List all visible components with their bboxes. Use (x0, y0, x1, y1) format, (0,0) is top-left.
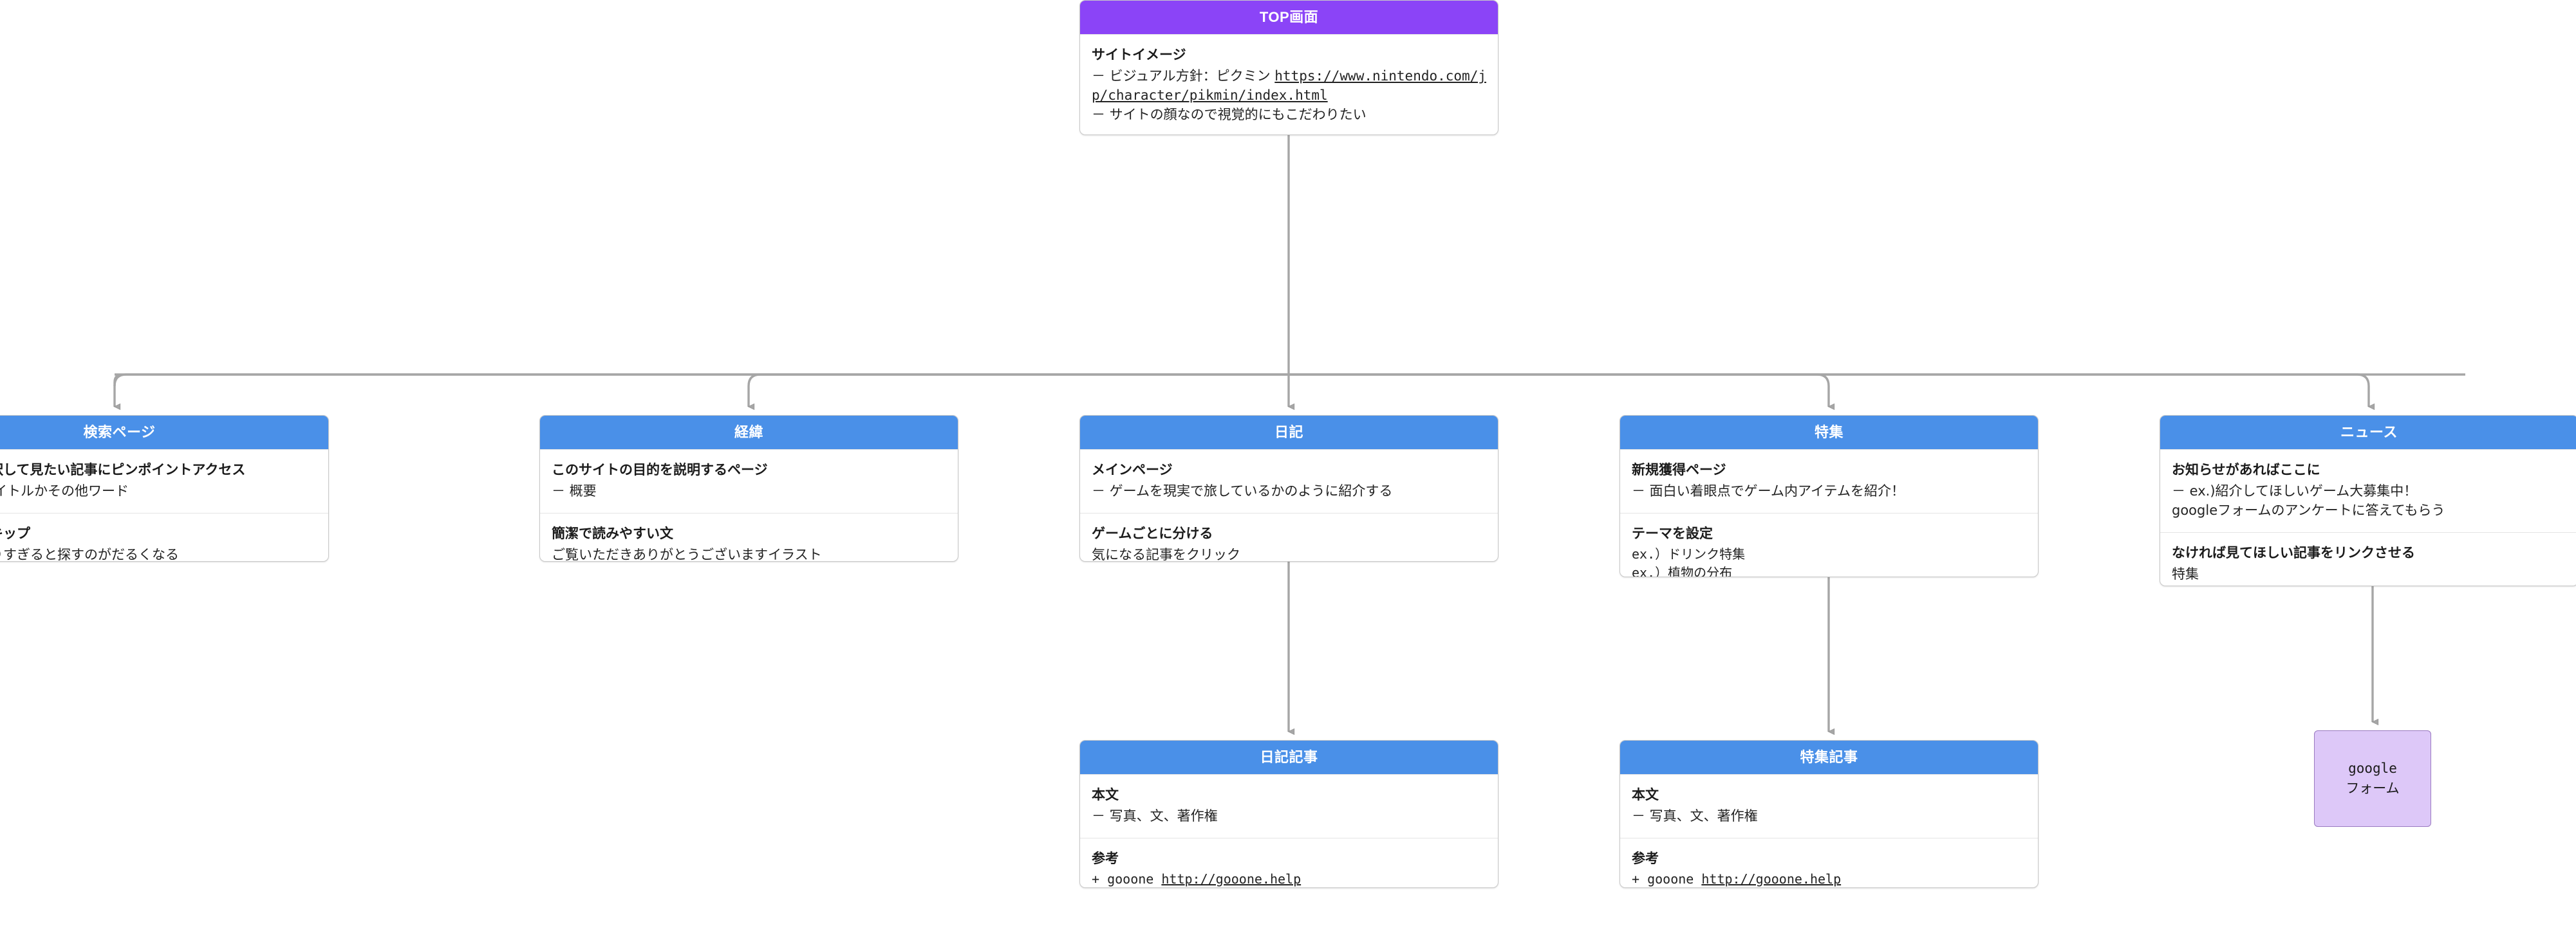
section-line: ご覧いただきありがとうございますイラスト (552, 546, 822, 562)
section-line: 日記 (2172, 584, 2566, 586)
section-heading: 本文 (1632, 788, 1659, 802)
node-feature-article[interactable]: 特集記事 本文 － 写真、文、著作権 参考 + gooone http://go… (1619, 740, 2039, 888)
section-line: － サイトの顔なので視覚的にもこだわりたい (1092, 107, 1367, 123)
node-title-news: ニュース (2160, 416, 2576, 449)
section-line-text: － ビジュアル方針：ピクミン (1092, 68, 1271, 84)
section-line: － ゲームを現実で旅しているかのように紹介する (1092, 483, 1393, 499)
node-section-pinpoint-access: ワードを選択して見たい記事にピンポイントアクセス － ゲームタイトルかその他ワー… (0, 449, 328, 513)
section-heading: 参考 (1092, 851, 1119, 867)
edge-branch-tokushu (1289, 373, 1835, 411)
section-heading: 参考 (1632, 851, 1659, 867)
edge-branch-search (113, 373, 1289, 411)
node-title-background: 経緯 (540, 416, 958, 449)
section-heading: なければ見てほしい記事をリンクさせる (2172, 546, 2415, 561)
section-heading: 本文 (1092, 788, 1119, 802)
node-search-page[interactable]: 検索ページ ワードを選択して見たい記事にピンポイントアクセス － ゲームタイトル… (0, 415, 329, 562)
section-line: － 写真、文、著作権 (1092, 808, 1218, 824)
section-heading: テーマを設定 (1632, 526, 1713, 542)
edge-branch-keii (747, 373, 1289, 411)
section-line: + gooone http://gooone.help (1632, 870, 2026, 887)
node-top-screen[interactable]: TOP画面 サイトイメージ － ビジュアル方針：ピクミン https://www… (1079, 0, 1498, 135)
node-section-set-theme: テーマを設定 ex.）ドリンク特集 ex.）植物の分布 (1620, 513, 2038, 577)
node-title-top-screen: TOP画面 (1080, 1, 1498, 34)
section-line: － ex.)紹介してほしいゲーム大募集中！ (2172, 483, 2418, 499)
node-title-diary: 日記 (1080, 416, 1498, 449)
node-section-announcements: お知らせがあればここに － ex.)紹介してほしいゲーム大募集中！ google… (2160, 449, 2576, 532)
section-line-text: + gooone (1632, 871, 1694, 887)
section-line: － 写真、文、著作権 (1632, 808, 1758, 824)
section-line: googleフォームのアンケートに答えてもらう (2172, 503, 2445, 519)
google-form-label-line2: フォーム (2346, 781, 2400, 796)
link-gooone[interactable]: http://gooone.help (1701, 871, 1842, 887)
section-line: 特集 (2172, 566, 2199, 582)
section-line: － 面白い着眼点でゲーム内アイテムを紹介！ (1632, 483, 1905, 499)
node-title-feature-article: 特集記事 (1620, 741, 2038, 774)
edge-trunk (113, 373, 2465, 386)
section-heading: サイトイメージ (1092, 48, 1186, 62)
section-line-text: + gooone (1092, 871, 1154, 887)
section-heading: ワードを選択して見たい記事にピンポイントアクセス (0, 463, 246, 477)
node-section-reference: 参考 + gooone http://gooone.help (1620, 838, 2038, 887)
google-form-label-line1: google (2348, 760, 2397, 776)
node-section-link-articles: なければ見てほしい記事をリンクさせる 特集 日記 (2160, 532, 2576, 586)
section-heading: ゲームごとに分ける (1092, 526, 1213, 542)
node-title-search-page: 検索ページ (0, 416, 328, 449)
section-heading: このサイトの目的を説明するページ (552, 463, 768, 477)
node-section-site-image: サイトイメージ － ビジュアル方針：ピクミン https://www.ninte… (1080, 34, 1498, 134)
section-line: － ビジュアル方針：ピクミン https://www.nintendo.com/… (1092, 66, 1486, 105)
node-section-row-skip: 行ごとにスキップ ワードもありすぎると探すのがだるくなる (0, 513, 328, 562)
node-google-form[interactable]: google フォーム (2314, 730, 2431, 827)
section-heading: 行ごとにスキップ (0, 526, 30, 542)
node-section-new-acquisition: 新規獲得ページ － 面白い着眼点でゲーム内アイテムを紹介！ (1620, 449, 2038, 513)
node-background[interactable]: 経緯 このサイトの目的を説明するページ － 概要 簡潔で読みやすい文 ご覧いただ… (539, 415, 958, 562)
node-title-feature: 特集 (1620, 416, 2038, 449)
section-line: ワードもありすぎると探すのがだるくなる (0, 546, 179, 562)
section-heading: 新規獲得ページ (1632, 463, 1726, 477)
section-line: 気になる記事をクリック (1092, 546, 1240, 562)
link-gooone[interactable]: http://gooone.help (1161, 871, 1302, 887)
node-section-body: 本文 － 写真、文、著作権 (1620, 774, 2038, 838)
link-pikmin[interactable]: https://www.nintendo.com/jp/character/pi… (1092, 68, 1486, 104)
node-title-diary-article: 日記記事 (1080, 741, 1498, 774)
section-heading: お知らせがあればここに (2172, 463, 2320, 477)
section-line: + gooone http://gooone.help (1092, 870, 1486, 887)
node-section-reference: 参考 + gooone http://gooone.help (1080, 838, 1498, 887)
node-news[interactable]: ニュース お知らせがあればここに － ex.)紹介してほしいゲーム大募集中！ g… (2160, 415, 2576, 586)
section-line: ex.）植物の分布 (1632, 564, 1733, 577)
node-section-split-by-game: ゲームごとに分ける 気になる記事をクリック (1080, 513, 1498, 562)
node-section-purpose: このサイトの目的を説明するページ － 概要 (540, 449, 958, 513)
section-line: － ゲームタイトルかその他ワード (0, 483, 129, 499)
node-section-main-page: メインページ － ゲームを現実で旅しているかのように紹介する (1080, 449, 1498, 513)
edge-branch-news (1289, 373, 2375, 411)
node-section-readable-text: 簡潔で読みやすい文 ご覧いただきありがとうございますイラスト (540, 513, 958, 562)
section-heading: メインページ (1092, 463, 1173, 477)
node-diary-article[interactable]: 日記記事 本文 － 写真、文、著作権 参考 + gooone http://go… (1079, 740, 1498, 888)
section-line: － 概要 (552, 483, 597, 499)
node-diary[interactable]: 日記 メインページ － ゲームを現実で旅しているかのように紹介する ゲームごとに… (1079, 415, 1498, 562)
node-section-body: 本文 － 写真、文、著作権 (1080, 774, 1498, 838)
node-feature[interactable]: 特集 新規獲得ページ － 面白い着眼点でゲーム内アイテムを紹介！ テーマを設定 … (1619, 415, 2039, 577)
section-line: ex.）ドリンク特集 (1632, 546, 1746, 562)
section-heading: 簡潔で読みやすい文 (552, 526, 673, 542)
